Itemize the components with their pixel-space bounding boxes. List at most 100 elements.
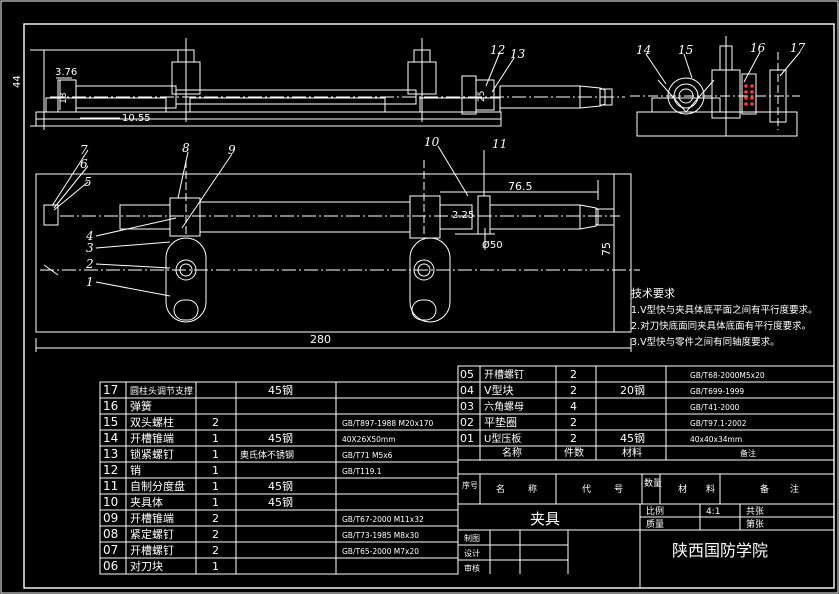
callout-15: 15 [678,43,693,57]
bom-left-material: 45钢 [268,384,293,397]
bom-left-no: 14 [103,431,118,445]
bom-header-name: 名称 [502,446,522,459]
bom-left-no: 11 [103,479,118,493]
bom-right-code: GB/T699-1999 [690,387,744,396]
designer-2: 设计 [464,548,480,558]
bom-left-name: 弹簧 [130,399,152,413]
dim-3-76: 3.76 [55,67,77,78]
tech-req-item-2: 2.对刀快底面同夹具体底面有平行度要求。 [631,320,811,332]
callout-2: 2 [85,257,94,271]
scale-label: 比例 [646,505,664,517]
bom-right-no: 01 [460,432,474,445]
bom-left-no: 07 [103,543,118,557]
bom-left-name: 对刀块 [130,559,163,573]
bom-left-material: 45钢 [268,432,293,445]
bom-left-no: 06 [103,559,118,573]
bom-left-material: 奥氏体不锈钢 [240,449,294,461]
weight-label: 质量 [646,518,664,530]
scale-value: 4:1 [706,507,720,517]
callout-8: 8 [182,141,190,155]
bom-right-qty: 2 [570,368,577,381]
callout-3: 3 [86,241,94,255]
bom-right-header: 名称 件数 材料 备注 序号 [462,446,756,490]
bom-right-code: 40x40x34mm [690,435,742,444]
bom-right-name: V型块 [484,383,514,397]
bom-left-code: 40X26X50mm [342,435,396,444]
callout-12: 12 [490,43,505,57]
bom-left-no: 16 [103,399,118,413]
bom-right-qty: 4 [570,400,577,413]
bom-left-qty: 1 [212,464,219,477]
bom-left-qty: 1 [212,560,219,573]
dim-75: 75 [600,242,613,256]
callout-leaders [51,51,801,297]
bom-left-qty: 2 [212,512,219,525]
bom-left-name: 开槽锥端 [130,432,174,445]
callout-17: 17 [790,41,806,55]
bom-left-qty: 1 [212,448,219,461]
callout-10: 10 [424,135,440,149]
callout-6: 6 [80,157,88,171]
bom-right-qty: 2 [570,384,577,397]
bom-left-no: 13 [103,447,118,461]
bom-header-index: 序号 [462,480,478,490]
sheet-border-inner [23,23,835,589]
bom-right-qty: 2 [570,416,577,429]
dim-2-25: 2.25 [452,210,474,221]
bom-left-no: 15 [103,415,118,429]
bom-left-qty: 2 [212,544,219,557]
sheet-label: 第张 [746,518,764,530]
lh-mat-1: 材 [678,483,687,495]
front-view [30,38,625,130]
bom-left-name: 销 [130,463,141,477]
dim-44: 44 [12,75,23,88]
callout-11: 11 [492,137,507,151]
bom-left-name: 开槽螺钉 [130,544,174,557]
bom-left-no: 12 [103,463,118,477]
total-sheets: 共张 [746,506,764,517]
bom-left-code: GB/T67-2000 M11x32 [342,515,424,524]
bom-header-qty: 件数 [564,446,584,459]
tech-req-item-3: 3.V型快与零件之间有同轴度要求。 [631,336,780,348]
bom-right-material: 45钢 [620,432,645,445]
bom-left-qty: 1 [212,480,219,493]
bom-left-code: GB/T73-1985 M8x30 [342,531,419,540]
bom-right-code: GB/T68-2000M5x20 [690,371,765,380]
school-name: 陕西国防学院 [672,541,768,560]
dim-25: 25 [477,91,487,102]
bom-left-qty: 1 [212,496,219,509]
bom-right-no: 04 [460,384,474,397]
bom-left-code: GB/T65-2000 M7x20 [342,547,419,556]
callout-1: 1 [86,275,94,289]
callout-13: 13 [510,47,526,61]
bom-right-no: 03 [460,400,474,413]
bom-left-material: 45钢 [268,496,293,509]
lh-remark-1: 备 [760,483,769,495]
bom-header-material: 材料 [622,446,642,459]
bom-left-code: GB/T71 M5x6 [342,451,393,460]
tech-requirements: 技术要求 1.V型快与夹具体底平面之间有平行度要求。 2.对刀快底面同夹具体底面… [631,287,818,348]
dim-diameter-50: Ø50 [482,239,503,251]
lh-code-2: 号 [614,484,623,495]
dim-18: 18 [59,92,69,104]
spring-coil [744,84,754,106]
designer-1: 制图 [464,533,480,543]
bom-left-name: 夹具体 [130,495,163,509]
bom-right-material: 20钢 [620,384,645,397]
plan-view [35,160,640,352]
lh-name-1: 名 [496,483,505,495]
bom-left-code: GB/T897-1988 M20x170 [342,419,434,428]
tech-req-title: 技术要求 [631,287,675,300]
lh-qty: 数量 [644,477,662,489]
lh-code-1: 代 [582,484,591,495]
bom-right-name: 开槽螺钉 [484,368,524,381]
bom-left-no: 08 [103,527,118,541]
dim-280: 280 [310,333,331,346]
bom-left-no: 10 [103,495,118,509]
side-view [630,36,800,137]
tech-req-item-1: 1.V型快与夹具体底平面之间有平行度要求。 [631,304,818,316]
bom-left-code: GB/T119.1 [342,467,382,476]
